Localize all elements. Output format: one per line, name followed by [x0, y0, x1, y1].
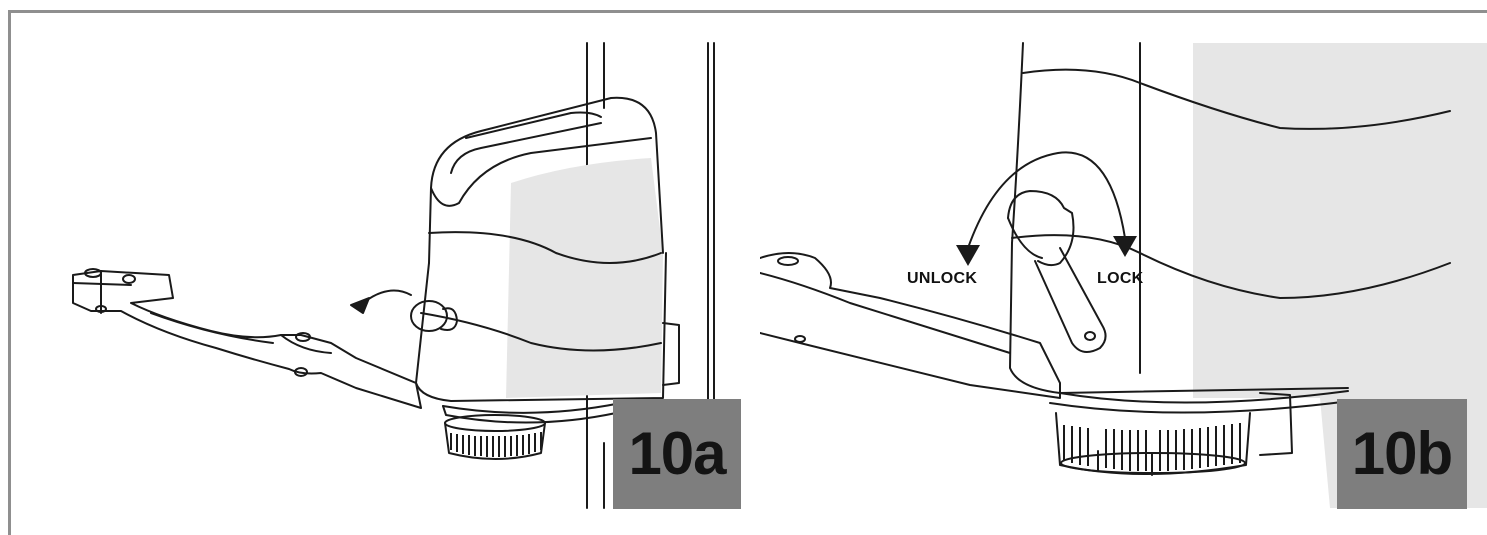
lock-label: LOCK: [1097, 270, 1144, 287]
motor-shadow-side: [506, 158, 663, 398]
unlock-label: UNLOCK: [907, 270, 978, 287]
frame-left-border: [8, 10, 11, 535]
lock-arrow-head: [1113, 236, 1137, 257]
unlock-arrow-head: [956, 245, 980, 266]
figure-label-10a: 10a: [613, 399, 741, 509]
figure-label-10b: 10b: [1337, 399, 1467, 509]
gate-opener-illustration-b: [760, 42, 1487, 508]
panel-10b: UNLOCK LOCK 10b: [760, 13, 1487, 535]
motor-shadow-side: [1193, 43, 1487, 508]
gate-opener-illustration-a: [72, 42, 715, 509]
panel-10a: 10a: [11, 13, 751, 535]
frame-top-border: [8, 10, 1487, 13]
